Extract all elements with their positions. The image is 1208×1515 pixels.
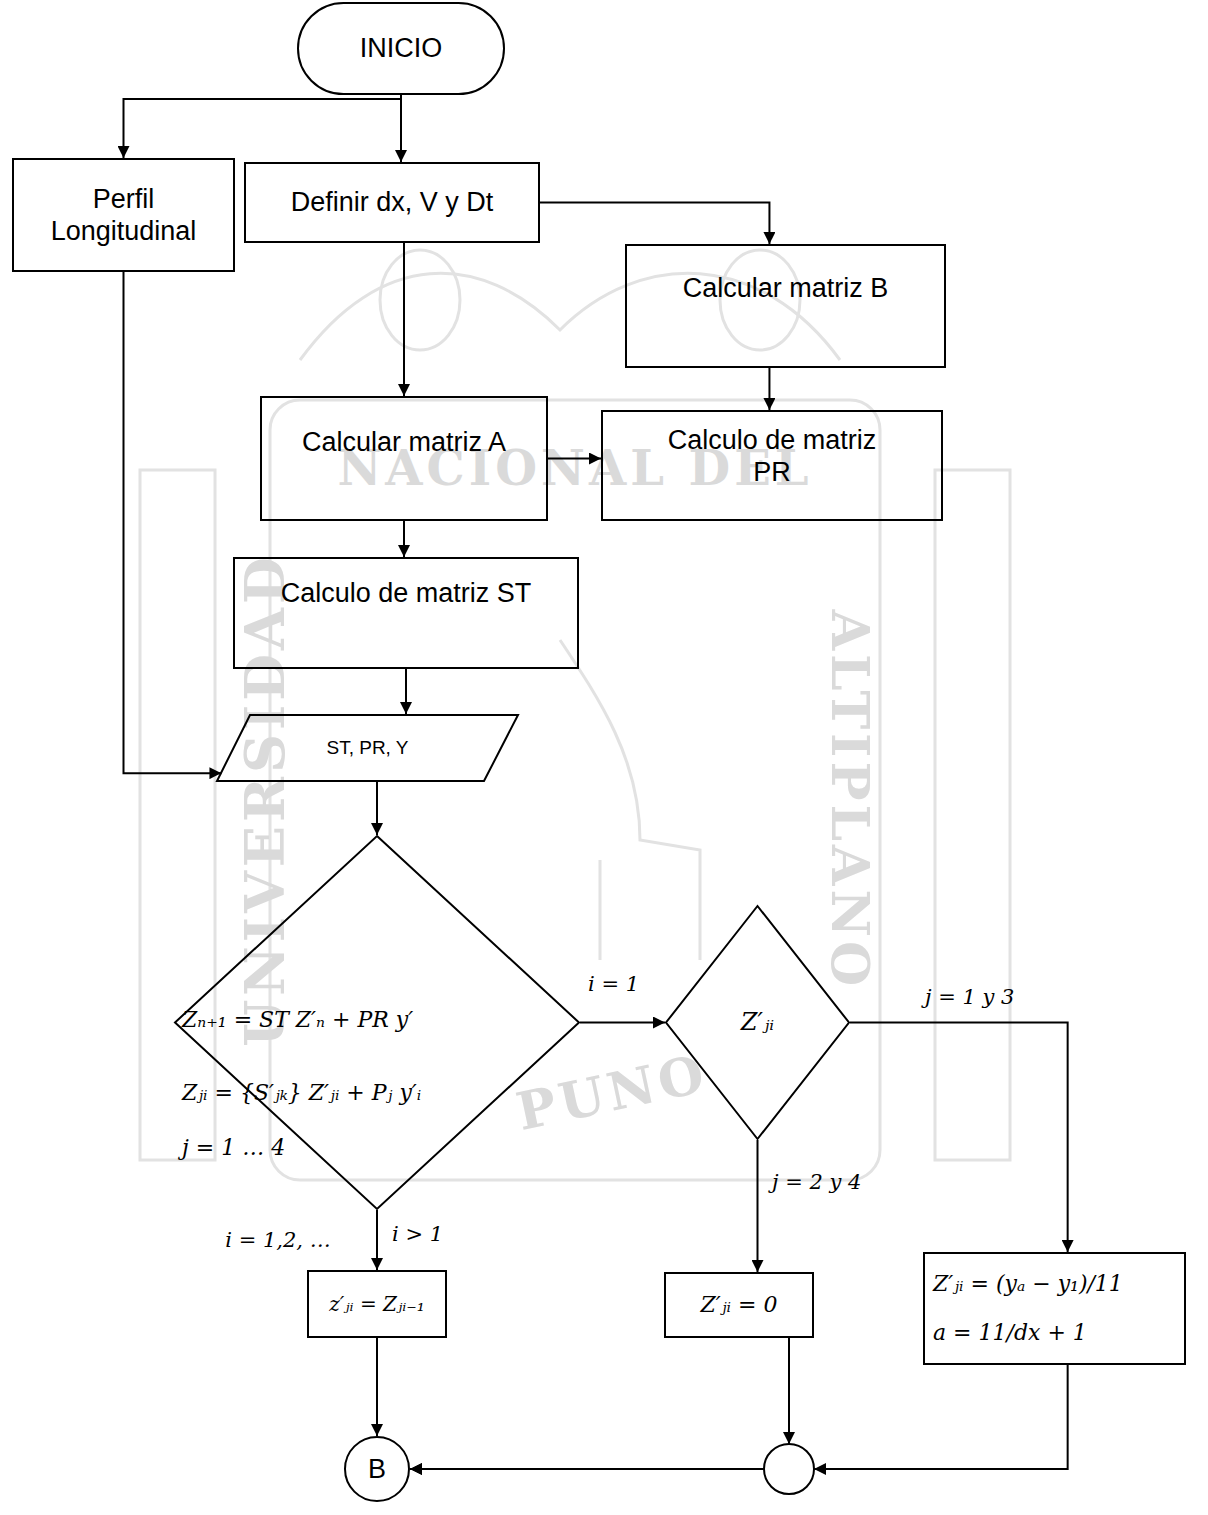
edge-label: i > 1 bbox=[392, 1222, 443, 1246]
flow-arrow bbox=[410, 1365, 1068, 1469]
flow-arrow bbox=[376, 782, 378, 835]
watermark-llama bbox=[560, 640, 700, 960]
node-text: Zⱼᵢ = {S′ⱼₖ} Z′ⱼᵢ + Pⱼ y′ᵢ bbox=[182, 1080, 421, 1106]
node-text: Calculo de matriz ST bbox=[281, 577, 532, 609]
edge-label: j = 2 y 4 bbox=[772, 1170, 861, 1194]
process-box-shape bbox=[602, 411, 942, 520]
node-text: Zₙ₊₁ = ST Z′ₙ + PR y′ bbox=[182, 1007, 413, 1033]
process-box: z′ⱼᵢ = Zⱼᵢ₋₁ bbox=[307, 1270, 447, 1338]
flow-arrow bbox=[548, 458, 601, 460]
flow-arrow bbox=[124, 95, 402, 158]
node-text: z′ⱼᵢ = Zⱼᵢ₋₁ bbox=[329, 1292, 425, 1316]
flow-arrow bbox=[410, 1338, 789, 1469]
node-text: ST, PR, Y bbox=[326, 737, 408, 760]
input-box-shape bbox=[13, 159, 234, 271]
node-text: Perfil Longitudinal bbox=[20, 183, 227, 248]
flow-arrow bbox=[403, 521, 405, 557]
node-text: B bbox=[368, 1453, 386, 1485]
process-box: Z′ⱼᵢ = (yₐ − y₁)/11 a = 11/dx + 1 bbox=[923, 1252, 1186, 1365]
node-text: Definir dx, V y Dt bbox=[291, 186, 494, 218]
flow-arrow bbox=[405, 669, 407, 714]
data-parallelogram: ST, PR, Y bbox=[216, 714, 519, 782]
node-text: Z′ⱼᵢ = (yₐ − y₁)/11 bbox=[933, 1271, 1123, 1297]
process-box: Calculo de matriz PR bbox=[601, 410, 943, 521]
process-box-shape bbox=[261, 397, 547, 520]
input-box-outline bbox=[12, 158, 235, 272]
flow-arrow bbox=[403, 243, 405, 396]
watermark-pillar bbox=[935, 470, 1010, 1160]
process-box: Z′ⱼᵢ = 0 bbox=[664, 1272, 814, 1338]
process-box-shape bbox=[308, 1271, 446, 1337]
node-text: Calcular matriz A bbox=[302, 426, 506, 458]
process-box: Calcular matriz A bbox=[260, 396, 548, 521]
start-terminator: INICIO bbox=[297, 2, 505, 95]
node-text: Z′ⱼᵢ bbox=[741, 1008, 774, 1037]
flow-arrow bbox=[850, 1023, 1068, 1253]
decision-diamond: Zₙ₊₁ = ST Z′ₙ + PR y′ Zⱼᵢ = {S′ⱼₖ} Z′ⱼᵢ +… bbox=[174, 835, 580, 1210]
flow-arrow bbox=[400, 95, 402, 162]
process-box-shape bbox=[924, 1253, 1185, 1364]
process-box-shape bbox=[626, 245, 945, 367]
junction-circle bbox=[764, 1444, 814, 1494]
input-box: Perfil Longitudinal bbox=[12, 158, 235, 272]
connector-circle-shape bbox=[345, 1437, 409, 1501]
node-text: j = 1 … 4 bbox=[182, 1135, 285, 1161]
arrow-head bbox=[783, 1432, 795, 1444]
flow-arrow bbox=[768, 368, 770, 410]
decision-diamond-shape bbox=[175, 836, 579, 1209]
process-box-outline bbox=[923, 1252, 1186, 1365]
node-text: Calculo de matriz PR bbox=[651, 424, 893, 489]
process-box-outline bbox=[233, 557, 579, 669]
start-terminator-shape bbox=[298, 3, 504, 94]
process-box: Calculo de matriz ST bbox=[233, 557, 579, 669]
flow-arrow bbox=[124, 272, 222, 773]
process-box-outline bbox=[625, 244, 946, 368]
process-box: Calcular matriz B bbox=[625, 244, 946, 368]
watermark-pillar bbox=[140, 470, 215, 1160]
watermark-text: ALTIPLANO bbox=[820, 610, 881, 991]
flow-arrow bbox=[580, 1022, 665, 1024]
process-box: Definir dx, V y Dt bbox=[244, 162, 540, 243]
edge-label: j = 1 y 3 bbox=[925, 985, 1014, 1009]
arrow-head bbox=[814, 1463, 826, 1475]
flow-arrow bbox=[376, 1210, 378, 1270]
decision-diamond-shape bbox=[666, 906, 849, 1139]
connector-circle: B bbox=[344, 1436, 410, 1502]
process-box-outline bbox=[260, 396, 548, 521]
loop-note: i = 1,2, … bbox=[225, 1228, 330, 1252]
node-text: INICIO bbox=[360, 32, 443, 64]
watermark-text: UNIVERSIDAD bbox=[233, 553, 297, 1046]
node-text: a = 11/dx + 1 bbox=[933, 1320, 1087, 1346]
flow-arrow bbox=[376, 1338, 378, 1436]
process-box-shape bbox=[234, 558, 578, 668]
flow-arrow bbox=[757, 1140, 759, 1272]
flow-arrow bbox=[540, 203, 769, 245]
process-box-shape bbox=[245, 163, 539, 242]
watermark-shield bbox=[270, 400, 880, 1180]
node-text: Calcular matriz B bbox=[683, 272, 889, 304]
watermark-crest bbox=[380, 250, 460, 350]
edge-label: i = 1 bbox=[588, 972, 639, 996]
node-text: Z′ⱼᵢ = 0 bbox=[701, 1292, 778, 1318]
decision-diamond: Z′ⱼᵢ bbox=[665, 905, 850, 1140]
process-box-shape bbox=[665, 1273, 813, 1337]
data-parallelogram-shape bbox=[217, 715, 518, 781]
